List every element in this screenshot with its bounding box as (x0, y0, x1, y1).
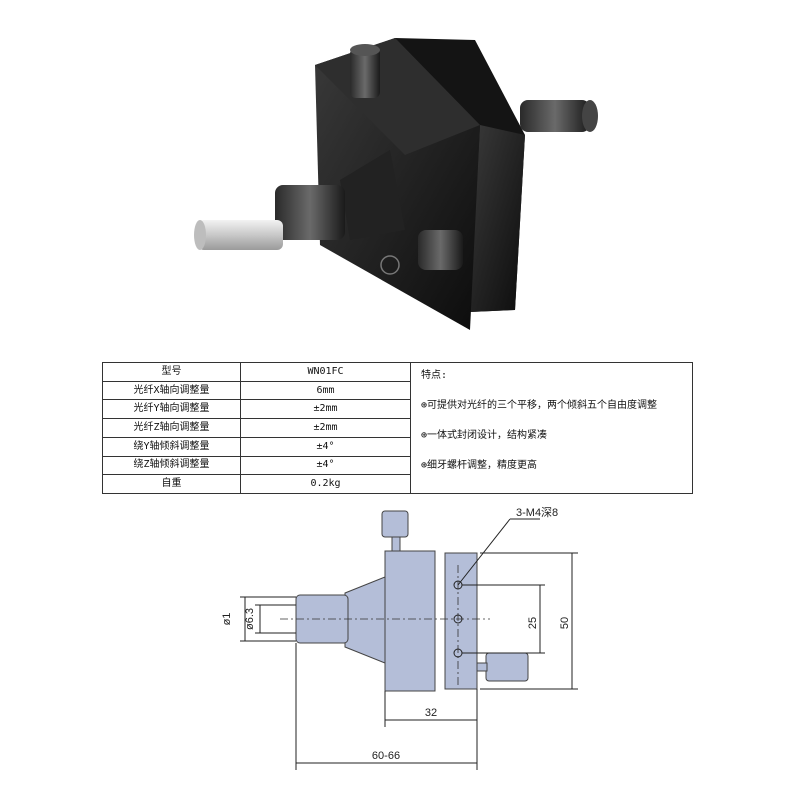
dim-50: 50 (559, 617, 571, 629)
table-row: 自重 0.2kg (102, 474, 693, 494)
spec-value: 0.2kg (240, 474, 411, 494)
dim-60-66: 60-66 (372, 750, 400, 762)
table-row: 型号 WN01FC 特点: ⊕可提供对光纤的三个平移，两个倾斜五个自由度调整 ⊕… (102, 362, 693, 494)
spec-label: 绕Y轴倾斜调整量 (102, 436, 241, 457)
product-photo (194, 38, 598, 330)
spec-value: ±4° (240, 436, 411, 457)
dim-phi1: ø1 (221, 613, 233, 626)
spec-label: 光纤Y轴向调整量 (102, 399, 241, 420)
rear-plate (444, 552, 478, 690)
spec-value: ±4° (240, 455, 411, 476)
feature-item: ⊕细牙螺杆调整，精度更高 (421, 460, 538, 471)
cone (344, 576, 386, 664)
side-knob-stem (476, 662, 488, 672)
features-title: 特点: (421, 370, 448, 381)
spec-label: 型号 (102, 362, 241, 382)
table-row: 绕Y轴倾斜调整量 ±4° (102, 436, 693, 457)
mount-hole (453, 614, 463, 624)
spec-label: 光纤Z轴向调整量 (102, 418, 241, 438)
dim-25: 25 (527, 617, 539, 629)
hole-callout: 3-M4深8 (516, 506, 558, 519)
table-row: 光纤X轴向调整量 6mm (102, 380, 693, 401)
top-knob (381, 510, 409, 538)
feature-item: ⊕可提供对光纤的三个平移，两个倾斜五个自由度调整 (421, 400, 658, 411)
technical-drawing: 3-M4深8 25 50 32 60-66 ø1 ø6.3 (221, 506, 578, 770)
spec-value: ±2mm (240, 418, 411, 438)
spec-value: 6mm (240, 380, 411, 401)
spec-label: 自重 (102, 474, 241, 494)
spec-table: 型号 WN01FC 特点: ⊕可提供对光纤的三个平移，两个倾斜五个自由度调整 ⊕… (102, 362, 693, 494)
main-block (384, 550, 436, 692)
table-row: 光纤Z轴向调整量 ±2mm (102, 418, 693, 438)
spec-value: WN01FC (240, 362, 411, 382)
side-knob (485, 652, 529, 682)
top-knob-stem (391, 536, 401, 552)
dim-phi63: ø6.3 (244, 608, 256, 630)
spec-label: 光纤X轴向调整量 (102, 380, 241, 401)
spec-label: 绕Z轴倾斜调整量 (102, 455, 241, 476)
dim-32: 32 (425, 707, 437, 719)
features-cell: 特点: ⊕可提供对光纤的三个平移，两个倾斜五个自由度调整 ⊕一体式封闭设计，结构… (410, 362, 693, 494)
feature-item: ⊕一体式封闭设计，结构紧凑 (421, 430, 548, 441)
spec-value: ±2mm (240, 399, 411, 420)
table-row: 绕Z轴倾斜调整量 ±4° (102, 455, 693, 476)
